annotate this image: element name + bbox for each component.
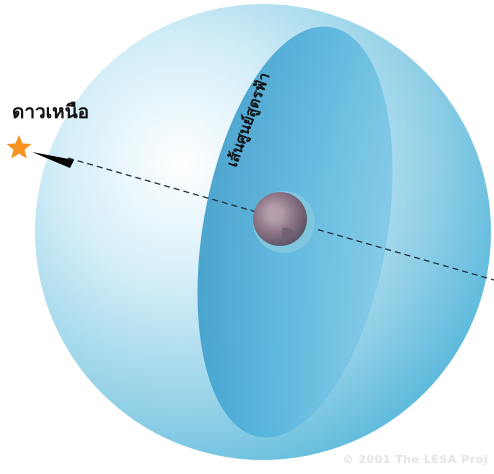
earth-icon [253, 191, 315, 253]
copyright-watermark: © 2001 The LESA Proj [342, 453, 488, 466]
arrow-pointer-icon [32, 152, 74, 168]
star-icon [6, 135, 32, 159]
polaris-label: ดาวเหนือ [12, 101, 89, 123]
